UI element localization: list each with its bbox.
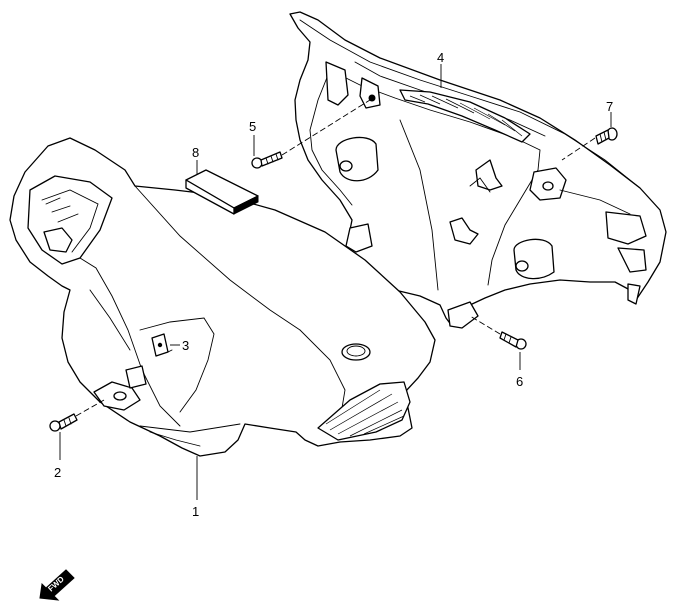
front-handlebar-cover <box>9 137 436 457</box>
callout-2: 2 <box>54 465 61 480</box>
callout-6: 6 <box>516 374 523 389</box>
fwd-direction-arrow: FWD <box>39 569 75 601</box>
callouts: 1 2 3 4 5 6 7 8 <box>54 50 613 519</box>
callout-7: 7 <box>606 99 613 114</box>
callout-4: 4 <box>437 50 444 65</box>
screw-part-6 <box>499 331 527 350</box>
callout-5: 5 <box>249 119 256 134</box>
leader-lines <box>59 64 612 500</box>
callout-3: 3 <box>182 338 189 353</box>
screw-part-7 <box>595 127 618 145</box>
screw-part-2 <box>49 413 78 432</box>
screw-part-5 <box>251 151 283 169</box>
callout-1: 1 <box>192 504 199 519</box>
callout-8: 8 <box>192 145 199 160</box>
rear-handlebar-cover <box>289 11 667 329</box>
pad-block <box>185 169 259 215</box>
clip-nut-part-3 <box>151 333 173 357</box>
